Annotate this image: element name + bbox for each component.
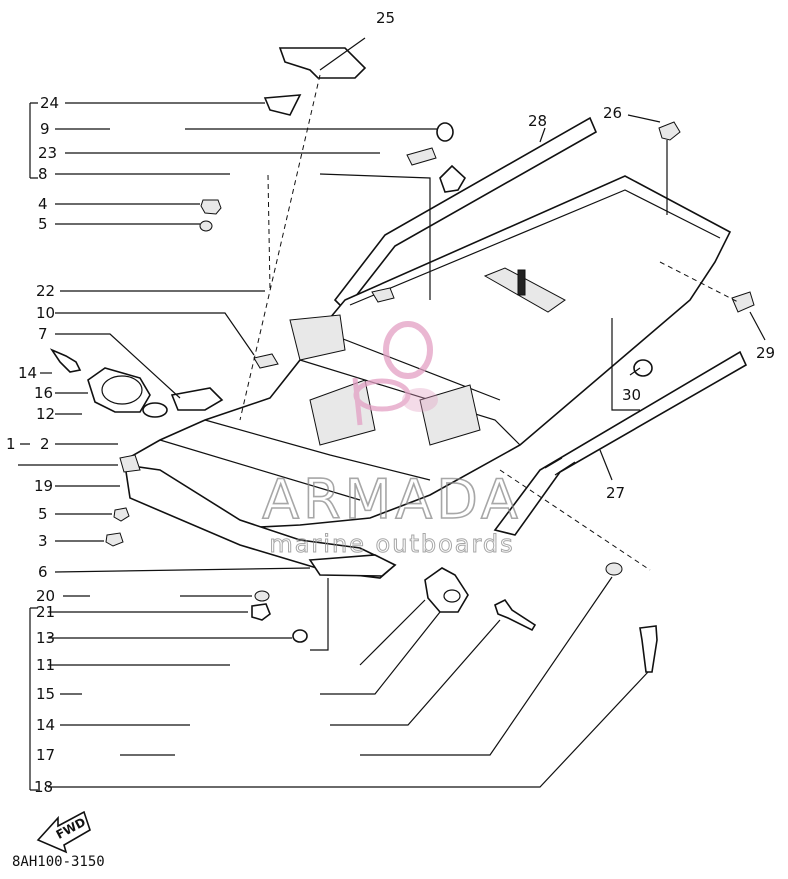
- parts-layer: [36, 47, 755, 854]
- part-16-boot-ring: [101, 375, 143, 405]
- part-21-nut: [251, 603, 271, 621]
- part-3-nut: [105, 532, 124, 547]
- callout-3: 3: [38, 532, 48, 550]
- callout-5b: 5: [38, 505, 48, 523]
- callout-labels: 25 24 9 23 8 4 5 22 10 7 14 16 12 1 2 19…: [6, 9, 775, 870]
- callout-13: 13: [36, 629, 55, 647]
- watermark-tagline: marine outboards: [269, 530, 514, 558]
- part-main-frame-bracket: [289, 314, 346, 361]
- callout-8: 8: [38, 165, 48, 183]
- part-6-bracket: [308, 554, 397, 577]
- part-16-boot: [87, 367, 151, 413]
- part-12-grommet: [142, 402, 168, 418]
- part-8-bracket: [439, 164, 467, 193]
- part-23-block: [406, 147, 437, 166]
- part-5b-nut: [113, 507, 130, 522]
- part-22-clip: [371, 287, 395, 303]
- callout-28: 28: [528, 112, 547, 130]
- callout-24: 24: [40, 94, 59, 112]
- leader-lines: [18, 37, 766, 791]
- part-17-cap: [605, 562, 623, 576]
- part-2-bracket: [119, 454, 141, 473]
- callout-27: 27: [606, 484, 625, 502]
- callout-15: 15: [36, 685, 55, 703]
- part-10-clip: [253, 353, 279, 369]
- callout-10: 10: [36, 304, 55, 322]
- part-4-nut: [200, 199, 222, 215]
- callout-29: 29: [756, 344, 775, 362]
- callout-9: 9: [40, 120, 50, 138]
- callout-6: 6: [38, 563, 48, 581]
- callout-5a: 5: [38, 215, 48, 233]
- callout-4: 4: [38, 195, 48, 213]
- part-5-washer: [199, 220, 213, 232]
- callout-23: 23: [38, 144, 57, 162]
- part-29-clip: [731, 291, 755, 313]
- fwd-arrow: [36, 810, 91, 854]
- part-9-grommet: [436, 122, 454, 142]
- part-main-frame-box2: [419, 384, 481, 446]
- part-27-rail-mark: [544, 457, 576, 476]
- watermark: ARMADA marine outboards: [261, 321, 522, 559]
- callout-19: 19: [34, 477, 53, 495]
- callout-2: 2: [40, 435, 50, 453]
- callout-18: 18: [34, 778, 53, 796]
- part-25-pad: [278, 47, 367, 79]
- callout-11: 11: [36, 656, 55, 674]
- part-15-hole: [443, 589, 461, 603]
- watermark-logo: [352, 321, 438, 426]
- callout-12: 12: [36, 405, 55, 423]
- part-14b-screw: [494, 598, 537, 632]
- callout-30: 30: [622, 386, 641, 404]
- diagram-code: 8AH100-3150: [12, 854, 105, 870]
- part-27-rail: [493, 350, 748, 536]
- callout-25: 25: [376, 9, 395, 27]
- part-24-clip: [263, 94, 302, 116]
- part-18-rivet: [639, 625, 658, 673]
- callout-21: 21: [36, 603, 55, 621]
- part-13-washer: [292, 629, 308, 643]
- part-20-washer: [254, 590, 270, 602]
- part-14-bolt: [49, 348, 82, 373]
- part-26-cap: [658, 121, 681, 141]
- part-main-frame-inner: [159, 189, 721, 501]
- callout-1: 1: [6, 435, 16, 453]
- watermark-brand: ARMADA: [262, 468, 522, 531]
- callout-7: 7: [38, 325, 48, 343]
- callout-16: 16: [34, 384, 53, 402]
- callout-20: 20: [36, 587, 55, 605]
- part-7-plate: [170, 387, 224, 411]
- part-15-grommet: [424, 567, 469, 613]
- callout-17: 17: [36, 746, 55, 764]
- part-30-grommet: [633, 359, 653, 377]
- callout-26: 26: [603, 104, 622, 122]
- part-frame-bolt: [517, 269, 526, 296]
- callout-14a: 14: [18, 364, 37, 382]
- callout-22: 22: [36, 282, 55, 300]
- callout-14b: 14: [36, 716, 55, 734]
